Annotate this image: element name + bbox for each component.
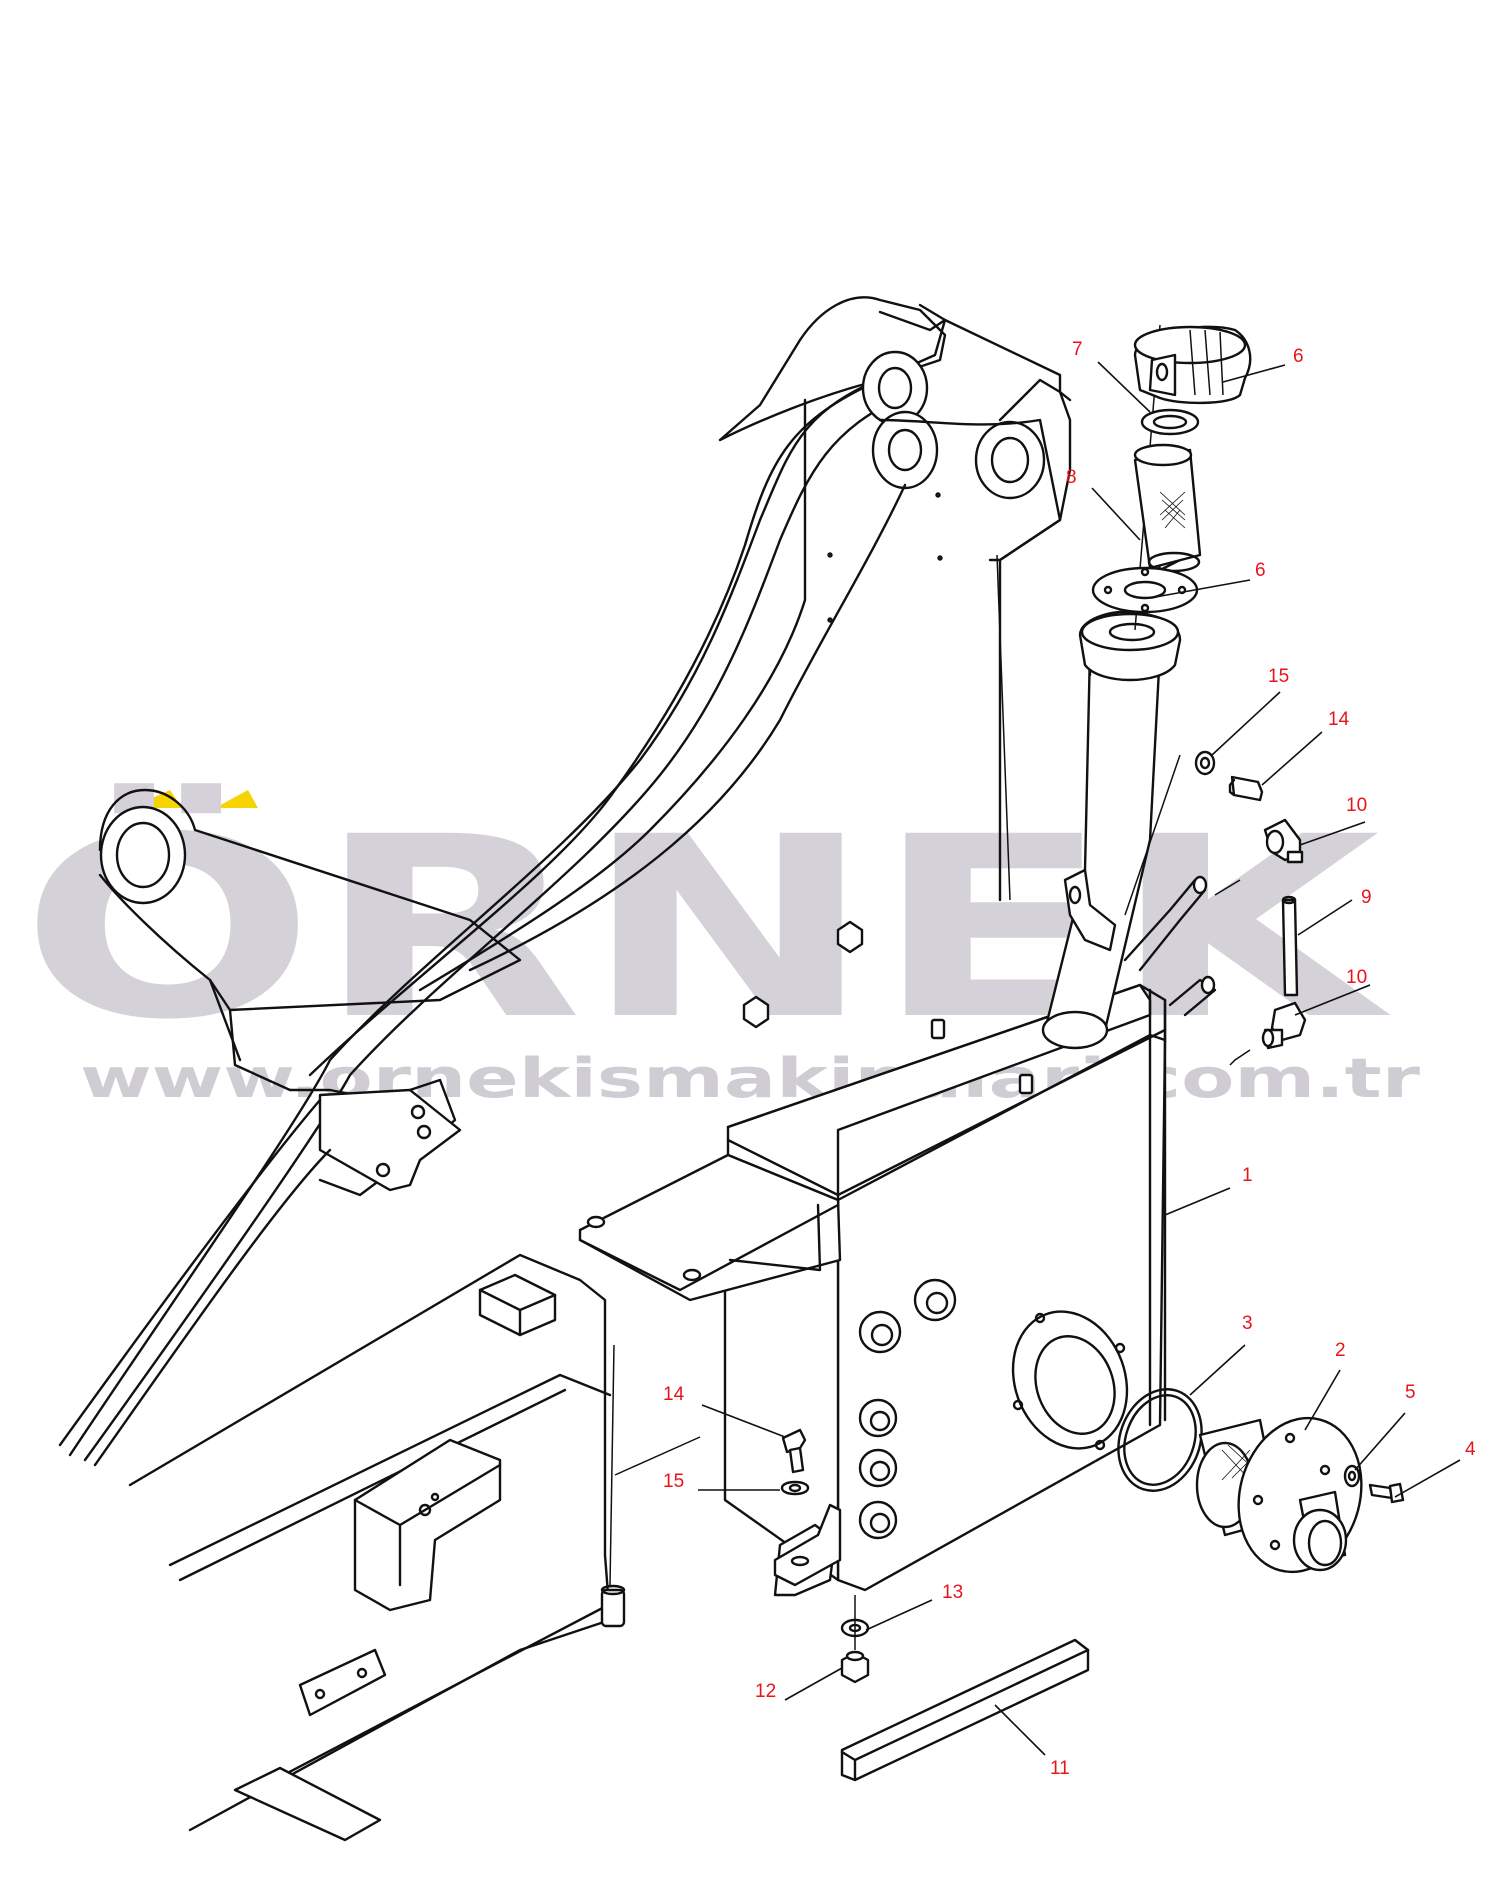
part-label-15a: 15 bbox=[1268, 666, 1289, 687]
watermark-url: www.ornekismakinalari.com.tr bbox=[80, 1047, 1421, 1110]
watermark-brand: ÖRNEK bbox=[20, 783, 1391, 1074]
washer-15-lower bbox=[780, 1480, 810, 1496]
filler-cap-stack bbox=[1091, 325, 1252, 614]
o-ring-3 bbox=[1117, 1388, 1203, 1492]
bolt-14-top bbox=[1230, 775, 1264, 802]
spacer-tube bbox=[600, 1588, 626, 1628]
boom-nut-1 bbox=[836, 920, 864, 954]
part-label-3: 3 bbox=[1242, 1313, 1253, 1334]
part-label-1: 1 bbox=[1242, 1165, 1253, 1186]
watermark-accent-left bbox=[130, 790, 182, 808]
gasket-7 bbox=[1140, 408, 1200, 436]
suction-flange-group bbox=[1117, 1388, 1405, 1574]
lower-hardware bbox=[773, 1428, 1090, 1782]
part-label-4: 4 bbox=[1465, 1439, 1476, 1460]
pad-11 bbox=[840, 1638, 1090, 1782]
part-label-10a: 10 bbox=[1346, 795, 1367, 816]
part-label-11: 11 bbox=[1050, 1758, 1070, 1779]
part-label-8: 8 bbox=[1066, 467, 1077, 488]
bolt-14-lower bbox=[781, 1428, 807, 1454]
part-label-6b: 6 bbox=[1255, 560, 1266, 581]
part-labels: 1 2 3 4 5 6 6 7 8 9 10 10 11 12 13 14 14… bbox=[663, 339, 1476, 1779]
part-label-5: 5 bbox=[1405, 1382, 1416, 1403]
tank-flange bbox=[1011, 1310, 1129, 1451]
part-label-9: 9 bbox=[1361, 887, 1372, 908]
boom-nut-2 bbox=[742, 995, 770, 1029]
pivot-boss-2 bbox=[974, 420, 1046, 500]
tank-ports bbox=[858, 1278, 957, 1540]
boom-frame bbox=[58, 296, 1072, 1467]
a-frame-pivot bbox=[99, 805, 187, 905]
leader-lines bbox=[698, 361, 1461, 1756]
part-label-2: 2 bbox=[1335, 1340, 1346, 1361]
part-label-15b: 15 bbox=[663, 1471, 684, 1492]
part-label-14b: 14 bbox=[663, 1384, 685, 1405]
part-label-6a: 6 bbox=[1293, 346, 1304, 367]
part-label-10b: 10 bbox=[1346, 967, 1367, 988]
watermark-accent-right bbox=[215, 790, 258, 808]
part-label-13: 13 bbox=[942, 1582, 963, 1603]
part-label-7: 7 bbox=[1072, 339, 1083, 360]
lower-chassis bbox=[128, 1253, 701, 1842]
upper-hardware bbox=[1124, 750, 1307, 1066]
washer-15-top bbox=[1194, 750, 1216, 776]
part-label-14a: 14 bbox=[1328, 709, 1350, 730]
watermark: ÖRNEK www.ornekismakinalari.com.tr bbox=[20, 783, 1421, 1110]
part-label-12: 12 bbox=[755, 1681, 776, 1702]
strainer-mesh bbox=[1159, 491, 1186, 529]
